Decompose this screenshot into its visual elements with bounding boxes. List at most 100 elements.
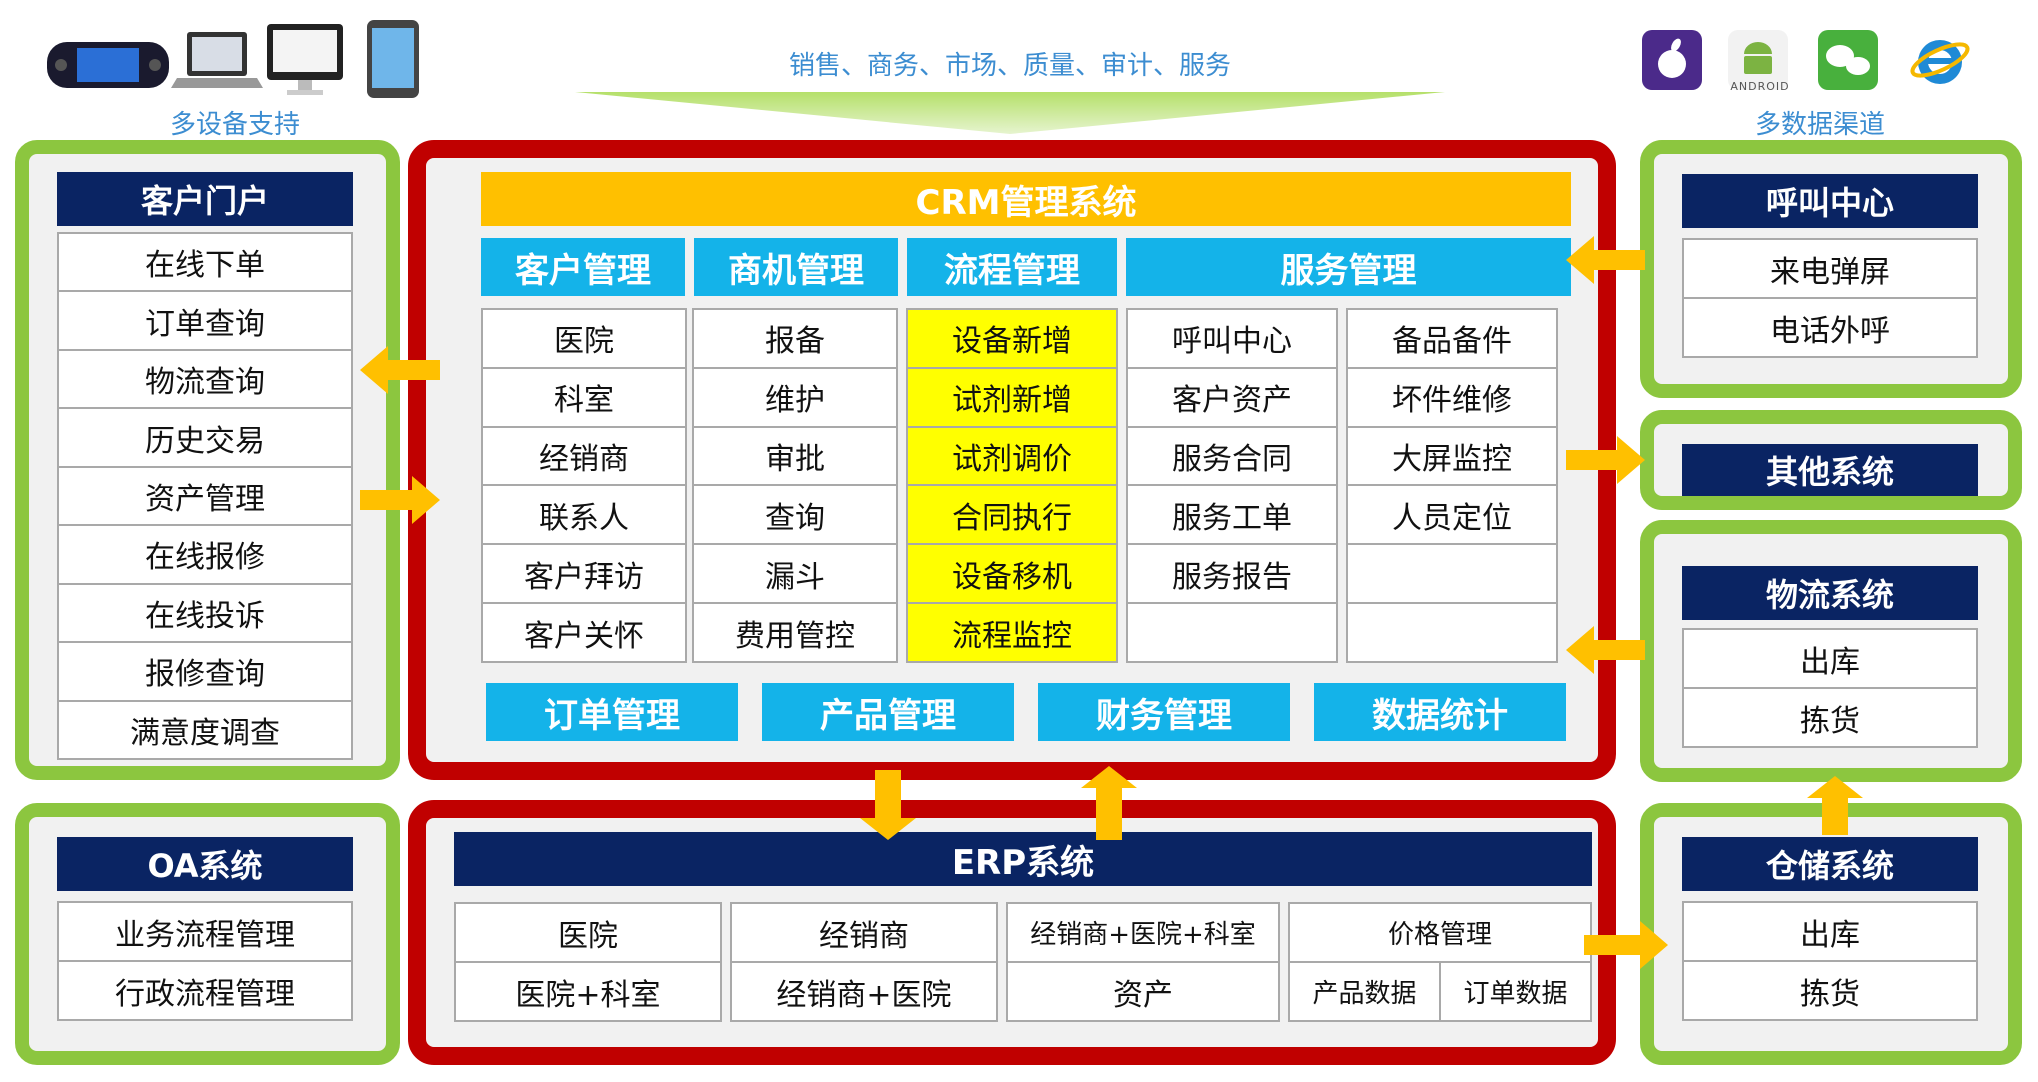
list-item[interactable]: 在线报修 (57, 524, 353, 585)
module-opportunity-mgmt[interactable]: 商机管理 (694, 238, 898, 296)
list-item[interactable]: 经销商+医院 (730, 961, 998, 1022)
customer-mgmt-list: 医院 科室 经销商 联系人 客户拜访 客户关怀 (481, 308, 687, 663)
call-center-title: 呼叫中心 (1682, 174, 1978, 228)
list-item[interactable]: 医院 (481, 308, 687, 369)
list-item[interactable]: 客户资产 (1126, 366, 1338, 428)
list-item[interactable]: 资产管理 (57, 465, 353, 527)
list-item[interactable]: 报备 (692, 308, 898, 369)
module-process-mgmt[interactable]: 流程管理 (907, 238, 1117, 296)
list-item[interactable]: 设备新增 (906, 308, 1118, 369)
customer-portal-panel: 客户门户 在线下单 订单查询 物流查询 历史交易 资产管理 在线报修 在线投诉 … (15, 140, 400, 780)
oa-list: 业务流程管理 行政流程管理 (57, 901, 353, 1021)
list-item[interactable]: 报修查询 (57, 641, 353, 702)
list-item[interactable]: 经销商+医院+科室 (1006, 902, 1280, 963)
handheld-console-icon (47, 42, 169, 88)
erp-panel: ERP系统 医院 医院+科室 经销商 经销商+医院 经销商+医院+科室 资产 价… (408, 800, 1616, 1065)
list-item[interactable]: 试剂新增 (906, 366, 1118, 428)
erp-col-4: 价格管理 产品数据 订单数据 (1288, 902, 1592, 1022)
list-item[interactable]: 客户拜访 (481, 543, 687, 605)
service-mgmt-list-2: 备品备件 坏件维修 大屏监控 人员定位 (1346, 308, 1558, 663)
oa-title: OA系统 (57, 837, 353, 891)
channels-label: 多数据渠道 (1754, 110, 1885, 140)
crm-title: CRM管理系统 (481, 172, 1571, 226)
module-order-mgmt[interactable]: 订单管理 (486, 683, 738, 741)
list-item[interactable]: 出库 (1682, 628, 1978, 689)
list-item[interactable]: 人员定位 (1346, 484, 1558, 546)
list-item[interactable]: 呼叫中心 (1126, 308, 1338, 369)
list-item[interactable]: 科室 (481, 366, 687, 428)
list-item[interactable]: 备品备件 (1346, 308, 1558, 369)
oa-panel: OA系统 业务流程管理 行政流程管理 (15, 803, 400, 1065)
list-item[interactable]: 产品数据 (1288, 961, 1441, 1022)
list-item[interactable]: 行政流程管理 (57, 960, 353, 1021)
list-item (1346, 602, 1558, 663)
list-item[interactable]: 坏件维修 (1346, 366, 1558, 428)
module-product-mgmt[interactable]: 产品管理 (762, 683, 1014, 741)
list-item[interactable]: 满意度调查 (57, 699, 353, 760)
list-item[interactable]: 拣货 (1682, 687, 1978, 748)
logistics-title: 物流系统 (1682, 566, 1978, 620)
device-icons (45, 20, 425, 100)
apple-icon (1642, 30, 1702, 90)
list-item[interactable]: 订单数据 (1439, 961, 1592, 1022)
service-mgmt-list-1: 呼叫中心 客户资产 服务合同 服务工单 服务报告 (1126, 308, 1338, 663)
list-item[interactable]: 试剂调价 (906, 425, 1118, 487)
list-item[interactable]: 客户关怀 (481, 602, 687, 663)
list-item[interactable]: 服务合同 (1126, 425, 1338, 487)
other-systems-panel: 其他系统 (1640, 410, 2022, 510)
opportunity-mgmt-list: 报备 维护 审批 查询 漏斗 费用管控 (692, 308, 898, 663)
list-item[interactable]: 设备移机 (906, 543, 1118, 605)
other-systems-title: 其他系统 (1682, 444, 1978, 496)
list-item[interactable]: 历史交易 (57, 407, 353, 468)
list-item[interactable]: 漏斗 (692, 543, 898, 605)
erp-col-2: 经销商 经销商+医院 (730, 902, 998, 1022)
devices-label: 多设备支持 (169, 110, 300, 140)
call-center-panel: 呼叫中心 来电弹屏 电话外呼 (1640, 140, 2022, 398)
list-item[interactable]: 出库 (1682, 901, 1978, 962)
list-item[interactable]: 经销商 (481, 425, 687, 487)
list-item[interactable]: 价格管理 (1288, 902, 1592, 963)
list-item[interactable]: 服务工单 (1126, 484, 1338, 546)
erp-col-1: 医院 医院+科室 (454, 902, 722, 1022)
list-item[interactable]: 在线投诉 (57, 582, 353, 644)
list-item[interactable]: 医院 (454, 902, 722, 963)
warehouse-title: 仓储系统 (1682, 837, 1978, 891)
list-item[interactable]: 联系人 (481, 484, 687, 546)
list-item (1126, 602, 1338, 663)
list-item[interactable]: 拣货 (1682, 960, 1978, 1021)
list-item[interactable]: 服务报告 (1126, 543, 1338, 605)
list-item[interactable]: 在线下单 (57, 232, 353, 293)
list-item[interactable]: 业务流程管理 (57, 901, 353, 962)
top-banner-label: 销售、商务、市场、质量、审计、服务 (788, 51, 1231, 81)
internet-explorer-icon (1910, 40, 1970, 84)
customer-portal-title: 客户门户 (57, 172, 353, 226)
module-finance-mgmt[interactable]: 财务管理 (1038, 683, 1290, 741)
list-item[interactable]: 物流查询 (57, 348, 353, 410)
list-item[interactable]: 大屏监控 (1346, 425, 1558, 487)
wechat-icon (1818, 30, 1878, 90)
list-item[interactable]: 维护 (692, 366, 898, 428)
list-item[interactable]: 医院+科室 (454, 961, 722, 1022)
module-service-mgmt[interactable]: 服务管理 (1126, 238, 1571, 296)
list-item[interactable]: 经销商 (730, 902, 998, 963)
list-item[interactable]: 审批 (692, 425, 898, 487)
smartphone-icon (367, 20, 419, 98)
crm-panel: CRM管理系统 客户管理 商机管理 流程管理 服务管理 医院 科室 经销商 联系… (408, 140, 1616, 780)
list-item[interactable]: 费用管控 (692, 602, 898, 663)
module-data-stats[interactable]: 数据统计 (1314, 683, 1566, 741)
module-customer-mgmt[interactable]: 客户管理 (481, 238, 685, 296)
list-item (1346, 543, 1558, 605)
list-item[interactable]: 资产 (1006, 961, 1280, 1022)
logistics-panel: 物流系统 出库 拣货 (1640, 520, 2022, 782)
android-wordmark: ANDROID (1730, 80, 1790, 93)
list-item[interactable]: 订单查询 (57, 290, 353, 351)
warehouse-list: 出库 拣货 (1682, 901, 1978, 1021)
list-item[interactable]: 查询 (692, 484, 898, 546)
list-item[interactable]: 来电弹屏 (1682, 238, 1978, 299)
list-item[interactable]: 电话外呼 (1682, 297, 1978, 358)
list-item[interactable]: 流程监控 (906, 602, 1118, 663)
android-icon (1728, 30, 1788, 90)
list-item[interactable]: 合同执行 (906, 484, 1118, 546)
laptop-icon (171, 32, 263, 88)
call-center-list: 来电弹屏 电话外呼 (1682, 238, 1978, 358)
